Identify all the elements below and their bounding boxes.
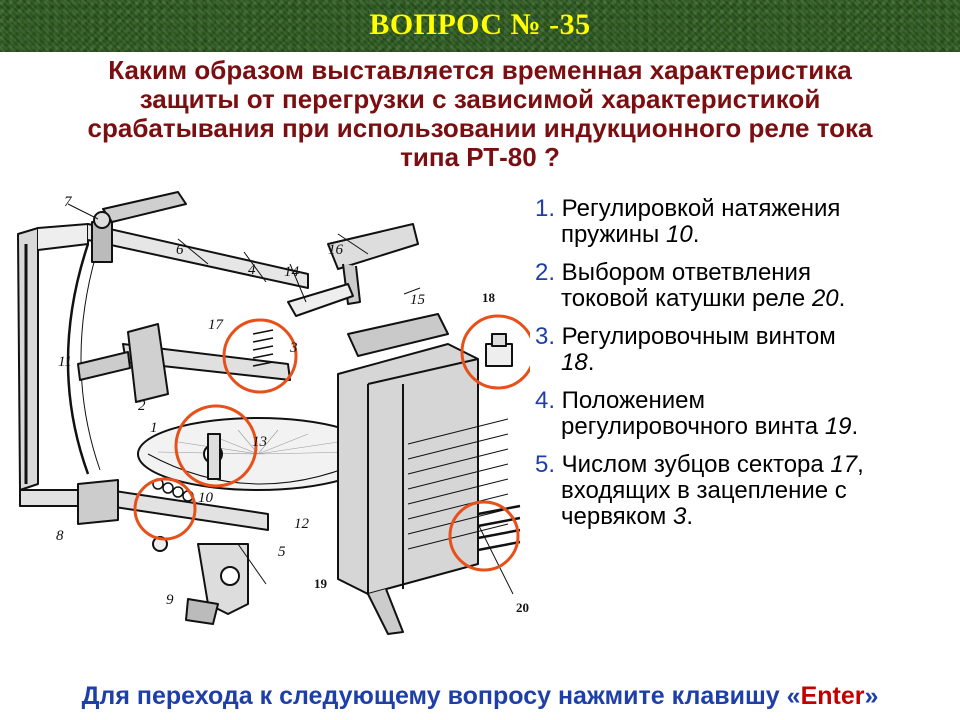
label-2: 2: [138, 398, 146, 414]
label-8: 8: [56, 528, 64, 544]
highlight-19: [174, 404, 258, 488]
question-line: Каким образом выставляется временная хар…: [108, 55, 852, 85]
highlight-20: [448, 500, 520, 572]
answer-punct: .: [587, 349, 595, 376]
footer-text: Для перехода к следующему вопросу нажмит…: [81, 682, 801, 710]
label-1: 1: [150, 420, 158, 436]
answer-text: токовой катушки реле: [561, 285, 812, 312]
answer-number: 5.: [535, 451, 556, 478]
answer-part-number: 10: [665, 221, 693, 248]
question-line: срабатывания при использовании индукцион…: [87, 113, 873, 143]
label-19: 19: [314, 576, 328, 591]
header-bar: [0, 0, 960, 52]
answer-text: пружины: [561, 221, 666, 248]
answer-text: Регулировочным винтом: [555, 323, 836, 350]
label-12: 12: [294, 516, 310, 532]
answer-part-number: 18: [561, 349, 588, 376]
answer-text: регулировочного винта: [561, 413, 825, 440]
answer-option-1[interactable]: 1. Регулировкой натяжения пружины 10.: [535, 196, 955, 248]
relay-drawing: 7 6 4 14 16 15 18 17 3 11 2 1 13 10 8 12…: [17, 191, 530, 635]
label-20: 20: [516, 600, 529, 615]
footer-text: »: [864, 682, 879, 710]
highlight-10: [133, 477, 197, 541]
answer-punct: .: [838, 285, 846, 312]
label-13: 13: [252, 434, 267, 450]
answer-number: 3.: [535, 323, 556, 350]
answer-number: 1.: [535, 195, 556, 222]
answer-part-number: 19: [824, 413, 852, 440]
answer-punct: ,: [857, 451, 864, 478]
answer-text: входящих в зацепление с: [561, 477, 847, 504]
label-3: 3: [289, 340, 298, 356]
question-line: типа РТ-80 ?: [400, 142, 560, 172]
answer-part-number: 17: [830, 451, 858, 478]
highlight-18: [460, 314, 530, 390]
answer-list: 1. Регулировкой натяжения пружины 10. 2.…: [535, 196, 955, 542]
answer-number: 2.: [535, 259, 556, 286]
enter-key-label: Enter: [800, 682, 865, 710]
label-18: 18: [482, 290, 496, 305]
question-text: Каким образом выставляется временная хар…: [30, 56, 930, 172]
answer-text: червяком: [561, 503, 673, 530]
label-15: 15: [410, 292, 426, 308]
answer-text: Регулировкой натяжения: [555, 195, 841, 222]
answer-option-3[interactable]: 3. Регулировочным винтом 18.: [535, 324, 955, 376]
answer-punct: .: [692, 221, 700, 248]
label-6: 6: [176, 242, 184, 258]
footer-instruction: Для перехода к следующему вопросу нажмит…: [0, 682, 960, 711]
label-11: 11: [58, 354, 72, 370]
question-line: защиты от перегрузки с зависимой характе…: [139, 84, 821, 114]
label-4: 4: [248, 262, 256, 278]
answer-punct: .: [686, 503, 693, 530]
highlight-17: [222, 318, 298, 394]
label-5: 5: [278, 544, 286, 560]
answer-text: Числом зубцов сектора: [555, 451, 831, 478]
label-16: 16: [328, 242, 344, 258]
answer-part-number: 3: [672, 503, 687, 530]
answer-text: Выбором ответвления: [555, 259, 811, 286]
question-number-title: ВОПРОС № -35: [369, 8, 591, 41]
label-14: 14: [284, 264, 300, 280]
label-9: 9: [166, 592, 174, 608]
answer-text: Положением: [555, 387, 706, 414]
answer-punct: .: [851, 413, 859, 440]
answer-option-2[interactable]: 2. Выбором ответвления токовой катушки р…: [535, 260, 955, 312]
answer-part-number: 20: [811, 285, 839, 312]
answer-option-4[interactable]: 4. Положением регулировочного винта 19.: [535, 388, 955, 440]
label-7: 7: [64, 194, 73, 210]
answer-number: 4.: [535, 387, 556, 414]
answer-option-5[interactable]: 5. Числом зубцов сектора 17, входящих в …: [535, 452, 955, 530]
label-17: 17: [208, 317, 225, 333]
label-10: 10: [198, 490, 214, 506]
